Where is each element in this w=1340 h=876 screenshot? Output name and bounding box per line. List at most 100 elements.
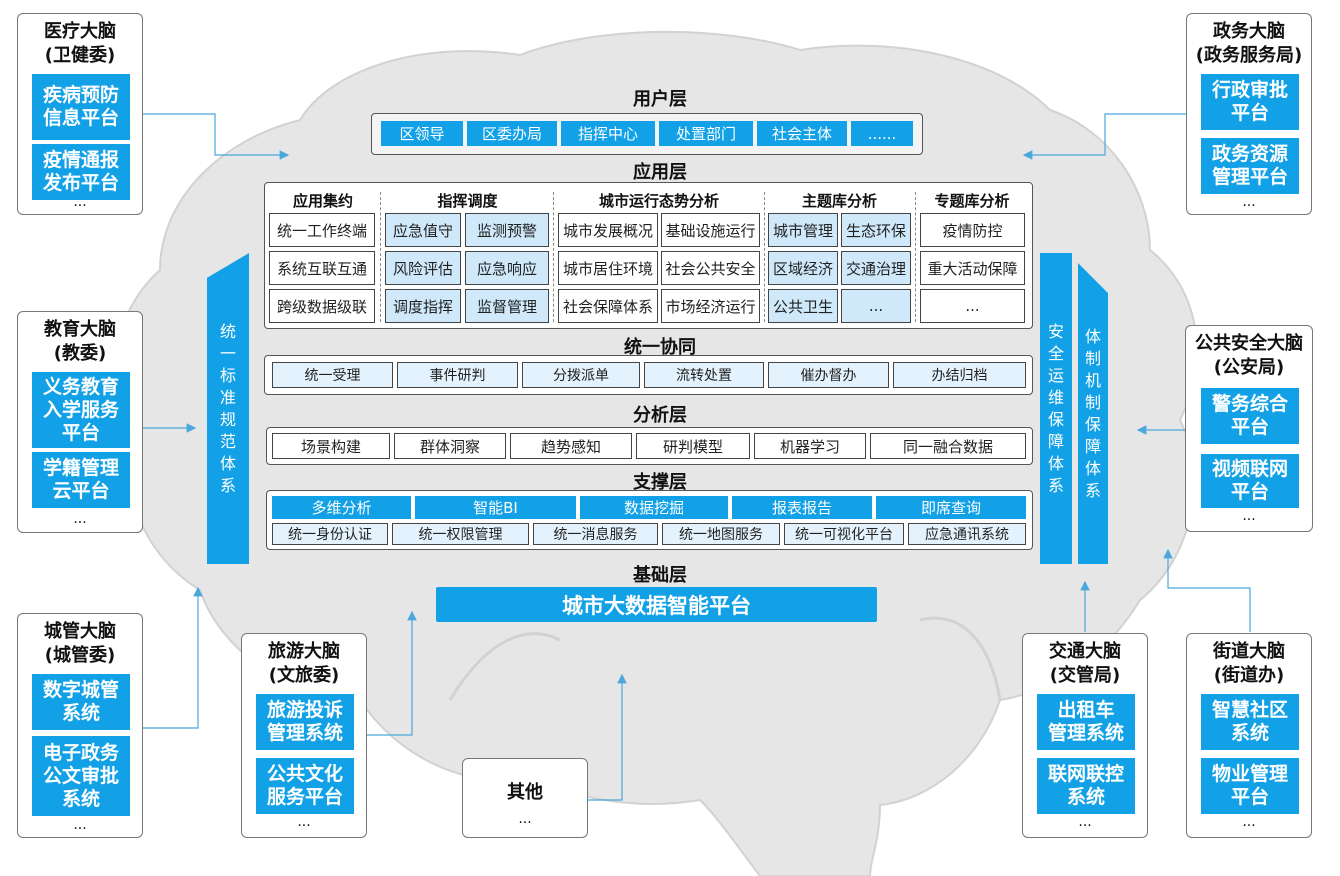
support-top-item: 报表报告 [732,496,872,519]
urban-brain-title: 城管大脑 (城管委) [44,621,116,666]
support-bottom-item: 统一地图服务 [662,523,780,545]
support-top-item: 多维分析 [272,496,411,519]
public-security-more: ... [1242,508,1256,524]
support-top-item: 数据挖掘 [580,496,728,519]
video-network-platform: 视频联网 平台 [1201,454,1299,508]
support-bottom-item: 应急通讯系统 [908,523,1026,545]
admin-approval-platform: 行政审批 平台 [1201,74,1299,130]
support-bottom-item: 统一消息服务 [533,523,658,545]
tourism-brain-title: 旅游大脑 (文旅委) [268,641,340,686]
analysis-item: 研判模型 [636,433,750,459]
education-brain-box: 教育大脑 (教委) 义务教育 入学服务 平台 学籍管理 云平台 ... [17,311,143,533]
standard-spec-label: 统一标准规范体系 [219,321,236,495]
analysis-item: 机器学习 [754,433,866,459]
app-cell: 城市居住环境 [558,251,658,285]
app-cell: 监督管理 [465,289,549,323]
student-record-platform: 学籍管理 云平台 [32,452,130,508]
disease-prevention-platform: 疾病预防 信息平台 [32,74,130,140]
support-top-item: 即席查询 [876,496,1026,519]
traffic-brain-title: 交通大脑 (交管局) [1049,641,1121,686]
app-group-head-theme-db: 主题库分析 [801,192,877,210]
support-bottom-item: 统一权限管理 [392,523,529,545]
analysis-item: 场景构建 [272,433,390,459]
education-brain-title: 教育大脑 (教委) [44,319,116,364]
network-control-system: 联网联控 系统 [1037,758,1135,814]
institution-label: 体制机制保障体系 [1084,326,1101,500]
analysis-item: 群体洞察 [394,433,506,459]
medical-brain-title: 医疗大脑 (卫健委) [44,21,116,66]
coord-item: 分拨派单 [522,362,640,388]
urban-brain-box: 城管大脑 (城管委) 数字城管 系统 电子政务 公文审批 系统 ... [17,613,143,838]
user-item-command-center: 指挥中心 [561,121,655,146]
support-top-item: 智能BI [415,496,576,519]
app-group-head-topic-db: 专题库分析 [934,192,1010,210]
coord-item: 办结归档 [893,362,1026,388]
coord-item: 事件研判 [397,362,518,388]
app-cell: 重大活动保障 [920,251,1025,285]
app-cell: 生态环保 [841,213,911,247]
epidemic-report-platform: 疫情通报 发布平台 [32,144,130,200]
app-cell: 系统互联互通 [269,251,375,285]
government-more: ... [1242,194,1256,210]
application-layer-title: 应用层 [633,162,687,183]
other-brain-box: 其他 ... [462,758,588,838]
medical-more: ... [73,194,87,210]
public-security-brain-box: 公共安全大脑 (公安局) 警务综合 平台 视频联网 平台 ... [1185,325,1313,532]
digital-urban-system: 数字城管 系统 [32,674,130,730]
coordination-layer-title: 统一协同 [624,337,696,358]
app-divider [553,192,554,322]
app-divider [380,192,381,322]
street-brain-box: 街道大脑 (街道办) 智慧社区 系统 物业管理 平台 ... [1186,633,1312,838]
institution-bar: 体制机制保障体系 [1078,263,1108,564]
app-cell: 交通治理 [841,251,911,285]
app-cell: 疫情防控 [920,213,1025,247]
user-layer-title: 用户层 [633,89,687,110]
app-cell: 跨级数据级联 [269,289,375,323]
government-brain-box: 政务大脑 (政务服务局) 行政审批 平台 政务资源 管理平台 ... [1186,13,1312,215]
app-cell: 基础设施运行 [661,213,760,247]
tourism-complaint-system: 旅游投诉 管理系统 [256,694,354,750]
support-bottom-item: 统一身份认证 [272,523,388,545]
education-more: ... [73,511,87,527]
security-ops-label: 安全运维保障体系 [1047,321,1064,495]
app-cell: 公共卫生 [768,289,838,323]
app-cell: ... [920,289,1025,323]
user-item-district-leaders: 区领导 [381,121,463,146]
app-group-head-city-ops: 城市运行态势分析 [598,192,719,210]
support-layer-title: 支撑层 [633,472,687,493]
app-cell: 统一工作终端 [269,213,375,247]
support-bottom-item: 统一可视化平台 [784,523,904,545]
app-cell: 社会公共安全 [661,251,760,285]
city-big-data-platform: 城市大数据智能平台 [436,587,877,622]
app-group-head-integration: 应用集约 [292,192,353,210]
app-cell: 城市管理 [768,213,838,247]
analysis-layer-title: 分析层 [633,405,687,426]
app-divider [764,192,765,322]
app-cell: 调度指挥 [385,289,461,323]
street-brain-title: 街道大脑 (街道办) [1213,641,1285,686]
medical-brain-box: 医疗大脑 (卫健委) 疾病预防 信息平台 疫情通报 发布平台 ... [17,13,143,215]
gov-resource-platform: 政务资源 管理平台 [1201,138,1299,194]
compulsory-edu-platform: 义务教育 入学服务 平台 [32,372,130,448]
traffic-brain-box: 交通大脑 (交管局) 出租车 管理系统 联网联控 系统 ... [1022,633,1148,838]
user-item-district-offices: 区委办局 [467,121,557,146]
standard-spec-bar: 统一标准规范体系 [207,253,249,564]
smart-community-system: 智慧社区 系统 [1201,694,1299,750]
app-divider [915,192,916,322]
user-item-disposal-dept: 处置部门 [659,121,753,146]
app-cell: 市场经济运行 [661,289,760,323]
public-security-brain-title: 公共安全大脑 (公安局) [1195,333,1303,378]
e-gov-approval-system: 电子政务 公文审批 系统 [32,736,130,816]
analysis-item: 趋势感知 [510,433,632,459]
app-cell: 应急响应 [465,251,549,285]
app-cell: ... [841,289,911,323]
property-management-platform: 物业管理 平台 [1201,758,1299,814]
coord-item: 催办督办 [768,362,889,388]
urban-more: ... [73,817,87,833]
app-cell: 城市发展概况 [558,213,658,247]
other-more: ... [518,811,532,827]
app-group-head-dispatch: 指挥调度 [437,192,498,210]
app-cell: 区域经济 [768,251,838,285]
taxi-management-system: 出租车 管理系统 [1037,694,1135,750]
app-cell: 监测预警 [465,213,549,247]
